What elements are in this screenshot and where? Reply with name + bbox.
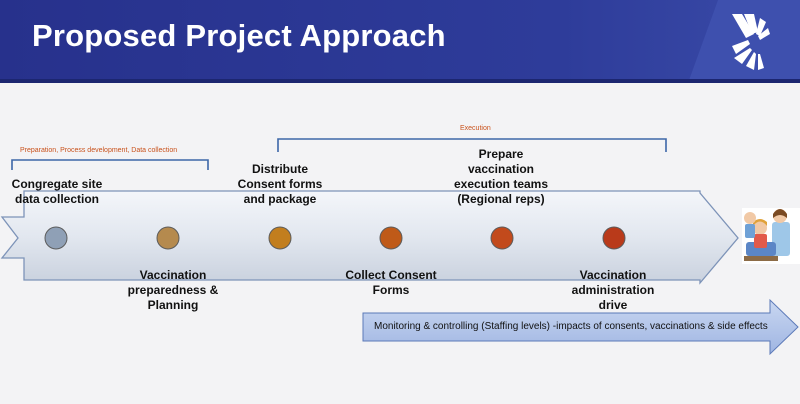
stage-distribute-consent: Distribute Consent forms and package (237, 162, 323, 206)
nurse-patient-clipart-icon (742, 208, 800, 264)
monitoring-arrow (362, 298, 799, 356)
milestone-6 (602, 226, 626, 250)
execution-bracket-label: Execution (460, 125, 491, 132)
preparation-bracket (11, 159, 209, 170)
milestone-2 (156, 226, 180, 250)
company-logo-icon (688, 0, 800, 83)
milestone-3 (268, 226, 292, 250)
stage-prepare-teams: Prepare vaccination execution teams (Reg… (453, 147, 549, 206)
slide-title: Proposed Project Approach (32, 18, 446, 53)
stage-vaccination-drive: Vaccination administration drive (571, 268, 655, 312)
preparation-bracket-label: Preparation, Process development, Data c… (20, 147, 178, 154)
monitoring-label: Monitoring & controlling (Staffing level… (374, 321, 768, 332)
milestone-5 (490, 226, 514, 250)
milestone-4 (379, 226, 403, 250)
timeline-arrow (0, 190, 739, 285)
execution-bracket (277, 138, 667, 152)
title-bar: Proposed Project Approach (0, 0, 800, 83)
stage-vaccination-preparedness: Vaccination preparedness & Planning (127, 268, 219, 312)
stage-collect-consent: Collect Consent Forms (345, 268, 437, 297)
milestone-1 (44, 226, 68, 250)
stage-congregate-site: Congregate site data collection (11, 177, 103, 206)
